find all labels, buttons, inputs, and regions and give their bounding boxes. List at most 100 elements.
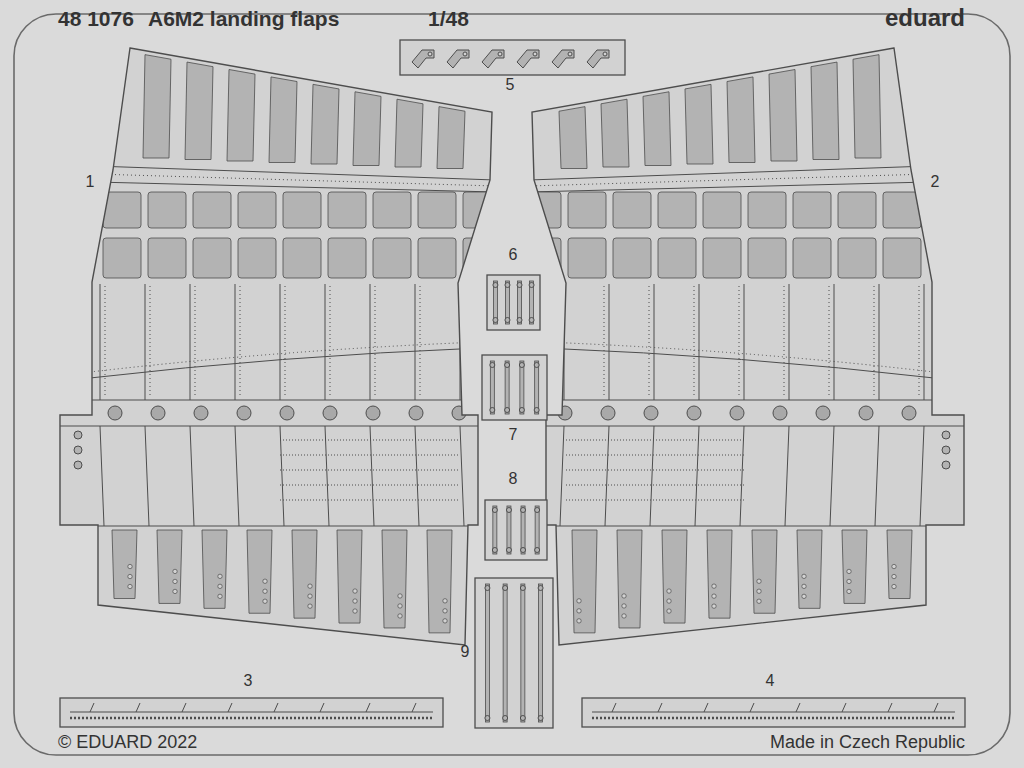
rivet-line (150, 286, 151, 398)
rib-line (235, 284, 236, 400)
rib-line (100, 426, 104, 526)
small-hole (218, 594, 222, 598)
etched-strip (337, 530, 362, 623)
tick (612, 703, 616, 712)
brand-logo: eduard (885, 6, 965, 30)
bracket (521, 584, 525, 722)
rivet-line (559, 286, 560, 398)
lightening-hole (816, 406, 830, 420)
panel-cell (838, 238, 876, 278)
rib-line (70, 712, 433, 713)
small-hole (538, 586, 543, 591)
small-hole (942, 446, 950, 454)
small-hole (519, 363, 524, 368)
small-hole (74, 461, 82, 469)
etched-strip (707, 530, 732, 618)
small-hole (493, 283, 498, 288)
bracket (530, 281, 534, 324)
small-hole (577, 609, 581, 613)
small-hole (308, 584, 312, 588)
hinge-strip (400, 40, 625, 75)
small-hole (942, 431, 950, 439)
lightening-hole (773, 406, 787, 420)
copyright-note: © EDUARD 2022 (58, 733, 197, 751)
bracket (485, 584, 489, 722)
rib-line (325, 284, 326, 400)
rib-line (744, 284, 745, 400)
rib-line (460, 426, 464, 526)
panel-cell (238, 238, 276, 278)
small-hole (521, 548, 526, 553)
rib-line (529, 166, 929, 180)
rib-line (609, 284, 610, 400)
flap-detail (55, 55, 501, 633)
panel-cell (283, 238, 321, 278)
small-hole (506, 548, 511, 553)
etched-strip (842, 530, 867, 603)
small-hole (892, 574, 896, 578)
rib-line (325, 426, 329, 526)
etched-strip (382, 530, 407, 628)
small-hole (443, 619, 447, 623)
lightening-hole (452, 406, 466, 420)
rib-line (100, 284, 101, 400)
small-hole (622, 614, 626, 618)
etched-strip (353, 92, 381, 166)
lightening-hole (194, 406, 208, 420)
small-hole (506, 508, 511, 513)
panel-cell (703, 238, 741, 278)
panel-cell (568, 192, 606, 228)
rib-line (785, 426, 789, 526)
rib-line (879, 284, 880, 400)
tick (842, 703, 846, 712)
rib-line (875, 426, 879, 526)
etched-strip (643, 92, 671, 166)
rivet-line (330, 286, 331, 398)
lightening-hole (323, 406, 337, 420)
rib-line (190, 284, 191, 400)
rib-line (654, 284, 655, 400)
etched-strip (227, 70, 255, 161)
etched-strip (685, 84, 713, 164)
etched-strip (727, 77, 755, 163)
callout-number: 4 (766, 673, 775, 689)
small-hole (353, 599, 357, 603)
panel-cell (373, 238, 411, 278)
lightening-hole (859, 406, 873, 420)
rib-line (740, 426, 744, 526)
panel-cell (193, 192, 231, 228)
rib-line (789, 284, 790, 400)
small-hole (892, 564, 896, 568)
part-outline (60, 698, 443, 727)
small-hole (463, 52, 467, 56)
panel-cell (463, 192, 501, 228)
tick (228, 703, 232, 712)
rib-line (830, 426, 834, 526)
rivet-line (564, 500, 744, 501)
panel-cell (793, 238, 831, 278)
rib-line (699, 284, 700, 400)
small-hole (492, 548, 497, 553)
small-hole (398, 614, 402, 618)
small-hole (443, 609, 447, 613)
bracket-set (482, 355, 547, 420)
small-hole (485, 716, 490, 721)
small-hole (568, 52, 572, 56)
fret-frame (14, 14, 1010, 755)
rivet-line (564, 485, 744, 486)
rib-line (650, 426, 654, 526)
callout-number: 8 (509, 471, 518, 487)
panel-cell (103, 238, 141, 278)
flap-outline (532, 48, 964, 645)
callout-number: 7 (509, 427, 518, 443)
small-hole (712, 604, 716, 608)
etched-strip (143, 55, 171, 158)
small-hole (263, 599, 267, 603)
small-hole (529, 283, 534, 288)
small-hole (490, 363, 495, 368)
small-hole (521, 508, 526, 513)
tick (136, 703, 140, 712)
callout-number: 2 (931, 174, 940, 190)
etched-strip (247, 530, 272, 613)
